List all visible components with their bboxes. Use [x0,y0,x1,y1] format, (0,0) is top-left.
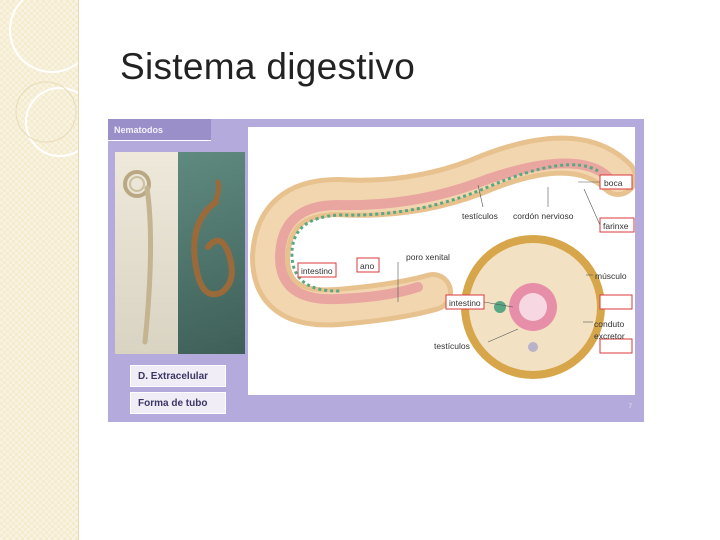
cross-section-lumen [519,293,547,321]
label-testiculos-bottom: testículos [434,341,470,351]
label-musculo: músculo [595,271,627,281]
nematode-diagram [248,127,638,395]
nerve-cord [290,163,599,293]
label-boca: boca [604,178,623,188]
label-testiculos-top: testículos [462,211,498,221]
label-ano: ano [360,261,374,271]
label-farinxe: farinxe [603,221,629,231]
diagram-labels-layer: boca farinxe testículos cordón nervioso … [297,174,635,351]
panel-tab: Nematodos [108,119,211,141]
label-extracelular: D. Extracelular [130,365,226,387]
worm-photo-light [115,152,179,354]
decorative-side-strip [0,0,79,540]
content-panel: Nematodos D. Extracelular Forma de tubo [108,119,644,422]
worm-photo-green [178,152,245,354]
slide-title: Sistema digestivo [120,46,416,87]
label-excretor: excretor [594,331,625,341]
cross-section-nerve-bottom [528,342,538,352]
label-conduto: conduto [594,319,625,329]
label-cordon-nervioso: cordón nervioso [513,211,574,221]
worm-body-inner [254,140,633,323]
label-poro-xenital: poro xenital [406,252,450,262]
intestine-tube [274,158,613,305]
label-intestino-left: intestino [301,266,333,276]
label-forma-tubo: Forma de tubo [130,392,226,414]
label-intestino-center: intestino [449,298,481,308]
decorative-circles [9,0,78,157]
page-number: 7 [628,404,632,410]
